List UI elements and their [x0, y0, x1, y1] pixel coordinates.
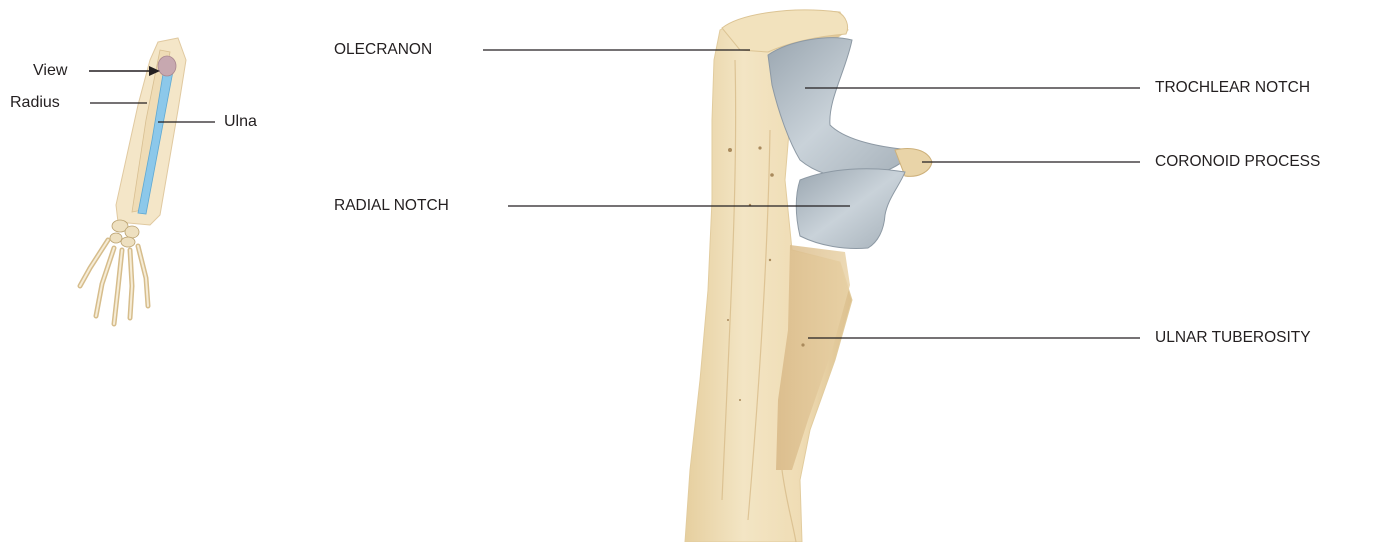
olecranon-label: OLECRANON — [334, 42, 432, 58]
coronoid-process-label: CORONOID PROCESS — [1155, 154, 1320, 170]
ulnar-tuberosity-label: ULNAR TUBEROSITY — [1155, 330, 1311, 346]
ulna-label: Ulna — [224, 114, 257, 130]
ulna-illustration — [483, 10, 1140, 542]
radial-notch-label: RADIAL NOTCH — [334, 198, 449, 214]
hand-fingers — [80, 240, 148, 324]
elbow-end — [158, 56, 176, 76]
radial-notch-surface — [796, 169, 905, 249]
trochlear-notch-label: TROCHLEAR NOTCH — [1155, 80, 1310, 96]
view-label: View — [33, 63, 67, 79]
trochlear-notch-surface — [768, 38, 915, 178]
forearm-inset — [80, 38, 215, 324]
radius-label: Radius — [10, 95, 60, 111]
